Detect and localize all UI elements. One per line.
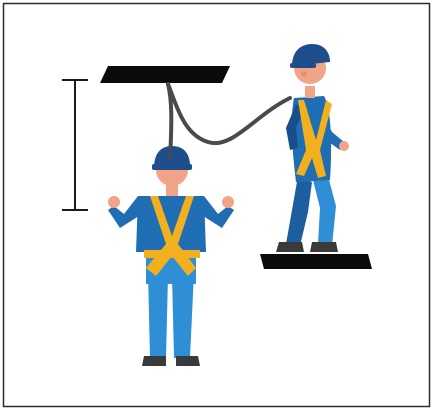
platform-icon (260, 254, 372, 269)
anchor-beam-icon (100, 66, 230, 83)
frame-border (4, 4, 430, 407)
